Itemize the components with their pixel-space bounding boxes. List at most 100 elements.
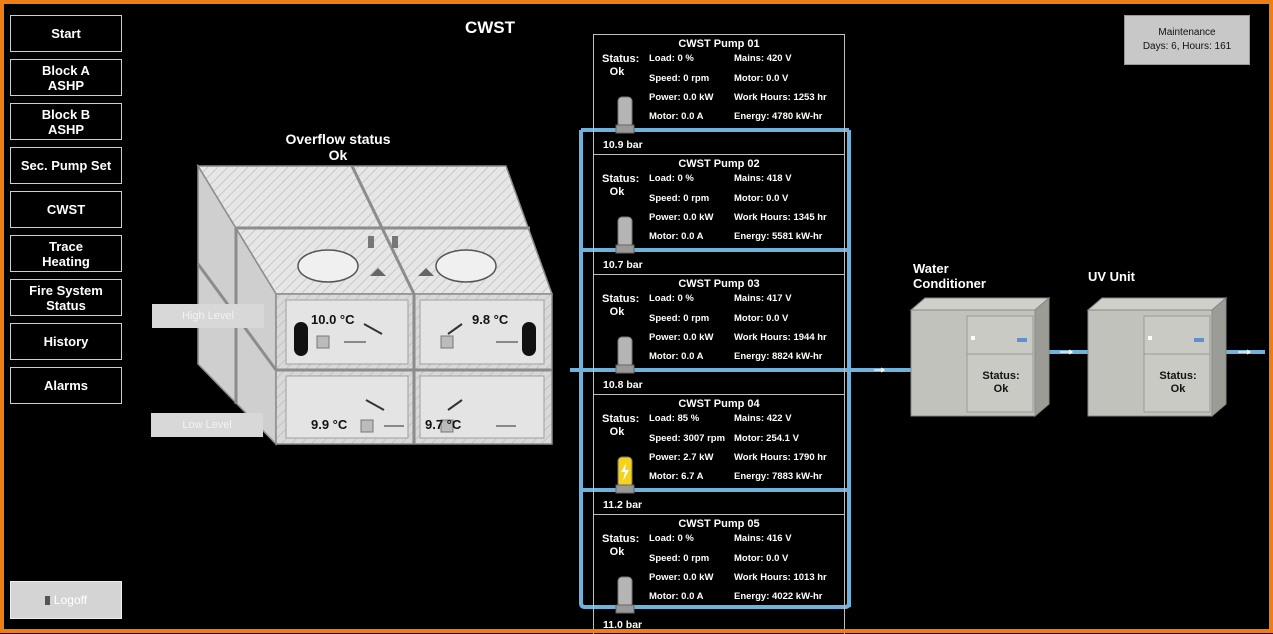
pump-title: CWST Pump 01 (678, 38, 760, 50)
nav-fire-system-button[interactable]: Fire System Status (10, 279, 122, 316)
nav-history-button[interactable]: History (10, 323, 122, 360)
pump-status: Status:Ok (602, 413, 640, 439)
pump-motor-v: Motor: 0.0 V (734, 553, 789, 564)
maintenance-title: Maintenance (1158, 27, 1216, 38)
pump-power: Power: 0.0 kW (649, 92, 714, 103)
logoff-button[interactable]: Logoff (10, 581, 122, 619)
pump-pressure: 11.2 bar (603, 499, 643, 511)
pump-status: Status:Ok (602, 173, 639, 199)
water-conditioner-label: Water Conditioner (913, 261, 986, 291)
pump-icon[interactable] (614, 95, 636, 137)
pump-load: Load: 0 % (649, 293, 694, 304)
temp-probe-icon (447, 399, 463, 411)
pump-speed: Speed: 0 rpm (649, 553, 710, 564)
pump-motor-a: Motor: 6.7 A (649, 471, 704, 482)
overflow-status: Overflow status Ok (258, 131, 418, 163)
pump-status-label: Status: (602, 293, 640, 305)
pump-energy: Energy: 4780 kW-hr (734, 111, 823, 122)
pump-motor-v: Motor: 0.0 V (734, 73, 789, 84)
flow-arrow-icon (1060, 349, 1074, 355)
pump-hours: Work Hours: 1944 hr (734, 332, 827, 343)
pump-hours: Work Hours: 1253 hr (734, 92, 827, 103)
sensor-box-icon (440, 419, 454, 433)
hatch-icon (297, 249, 359, 283)
pump-load: Load: 0 % (649, 533, 694, 544)
page-title: CWST (464, 18, 516, 37)
nav-sec-pump-button[interactable]: Sec. Pump Set (10, 147, 122, 184)
pump-power: Power: 0.0 kW (649, 332, 714, 343)
pump-motor-v: Motor: 254.1 V (734, 433, 799, 444)
water-conditioner-unit[interactable] (909, 296, 1051, 420)
pump-power: Power: 0.0 kW (649, 572, 714, 583)
pump-speed: Speed: 3007 rpm (649, 433, 726, 444)
uv-unit-status-value: Ok (1170, 383, 1186, 395)
nav-start-button[interactable]: Start (10, 15, 122, 52)
pump-motor-a: Motor: 0.0 A (649, 231, 704, 242)
pump-status-value: Ok (609, 306, 625, 318)
flow-arrow-icon (874, 367, 886, 373)
uv-unit-status-label: Status: (1159, 370, 1197, 382)
pump-status-label: Status: (602, 533, 640, 545)
sensor-box-icon (440, 335, 454, 349)
pump5-pipe (579, 602, 851, 609)
pump-load: Load: 0 % (649, 53, 694, 64)
pump-speed: Speed: 0 rpm (649, 73, 710, 84)
pump-hours: Work Hours: 1345 hr (734, 212, 827, 223)
pump-status: Status:Ok (602, 293, 640, 319)
pump-icon[interactable] (614, 575, 636, 617)
pump-status-value: Ok (609, 186, 625, 198)
temp-probe-icon (447, 323, 463, 335)
lightning-icon (621, 463, 629, 481)
pump-motor-v: Motor: 0.0 V (734, 313, 789, 324)
nav-block-a-button[interactable]: Block A ASHP (10, 59, 122, 96)
pump-motor-a: Motor: 0.0 A (649, 351, 704, 362)
temp-probe-icon (363, 323, 383, 335)
pump-motor-v: Motor: 0.0 V (734, 193, 789, 204)
low-level-button[interactable]: Low Level (151, 413, 263, 437)
pump-mains: Mains: 420 V (734, 53, 792, 64)
pump-icon[interactable] (614, 215, 636, 257)
nav-alarms-button[interactable]: Alarms (10, 367, 122, 404)
sensor-box-icon (360, 419, 374, 433)
tank-temp-4: 9.7 °C (425, 417, 462, 432)
pump-panel-1[interactable]: CWST Pump 01 Status:Ok Load: 0 % Speed: 0 r… (593, 34, 845, 154)
uv-unit[interactable] (1086, 296, 1228, 420)
pump-pressure: 10.9 bar (603, 139, 643, 151)
pump-pressure: 11.0 bar (603, 619, 643, 631)
nav-block-b-button[interactable]: Block B ASHP (10, 103, 122, 140)
pump-pressure: 10.8 bar (603, 379, 643, 391)
pump-mains: Mains: 418 V (734, 173, 792, 184)
pump-energy: Energy: 7883 kW-hr (734, 471, 823, 482)
pump-icon[interactable] (614, 335, 636, 377)
door-icon (44, 595, 50, 605)
pump-power: Power: 2.7 kW (649, 452, 714, 463)
tank-temp-1: 10.0 °C (311, 312, 355, 327)
level-gauge-icon (294, 322, 308, 356)
flow-arrow-icon (1238, 349, 1252, 355)
overflow-status-label: Overflow status (285, 131, 391, 147)
logoff-label: Logoff (53, 593, 88, 607)
pump-status: Status:Ok (602, 533, 640, 559)
nav-trace-heating-button[interactable]: Trace Heating (10, 235, 122, 272)
pump-status-label: Status: (602, 413, 640, 425)
pump-hours: Work Hours: 1013 hr (734, 572, 827, 583)
pump-status-value: Ok (609, 546, 625, 558)
pump-status: Status:Ok (602, 53, 639, 79)
pump-panel-5[interactable]: CWST Pump 05 Status:Ok Load: 0 % Speed: 0 r… (593, 514, 845, 634)
nav-cwst-button[interactable]: CWST (10, 191, 122, 228)
sensor-box-icon (316, 335, 330, 349)
high-level-button[interactable]: High Level (152, 304, 264, 328)
water-conditioner-status: Status: Ok (968, 370, 1034, 396)
overflow-status-value: Ok (328, 147, 348, 163)
uv-unit-label: UV Unit (1088, 269, 1135, 284)
water-conditioner-status-value: Ok (993, 383, 1009, 395)
maintenance-box: Maintenance Days: 6, Hours: 161 (1124, 15, 1250, 65)
pump-mains: Mains: 422 V (734, 413, 792, 424)
maintenance-value: Days: 6, Hours: 161 (1142, 41, 1232, 52)
pump-title: CWST Pump 05 (678, 518, 760, 530)
pump-energy: Energy: 5581 kW-hr (734, 231, 823, 242)
pump-icon[interactable] (614, 455, 636, 497)
